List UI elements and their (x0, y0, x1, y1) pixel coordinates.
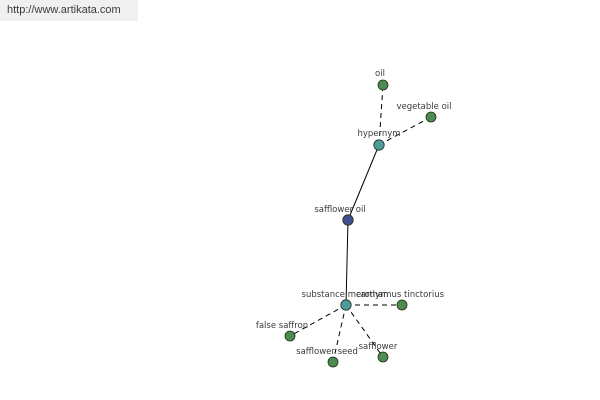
edge-safflower-oil-to-hypernym (347, 144, 380, 221)
node-label-safflower-oil[interactable]: safflower oil (314, 205, 365, 215)
edge-safflower-oil-to-substance-meronym (345, 219, 349, 306)
node-safflower-oil[interactable] (342, 214, 354, 226)
edge-hypernym-to-oil (378, 84, 384, 146)
node-vegetable-oil[interactable] (425, 111, 437, 123)
node-label-carthamus-tinctorius[interactable]: carthamus tinctorius (356, 290, 445, 300)
node-label-safflower-seed[interactable]: safflower seed (296, 347, 358, 357)
edges-layer (289, 84, 432, 363)
edge-substance-meronym-to-false-saffron (289, 304, 347, 337)
edge-hypernym-to-vegetable-oil (378, 116, 432, 146)
edge-substance-meronym-to-safflower (345, 304, 384, 358)
node-safflower-seed[interactable] (327, 356, 339, 368)
source-url[interactable]: http://www.artikata.com (0, 0, 138, 21)
node-label-false-saffron[interactable]: false saffron (256, 321, 308, 331)
edge-substance-meronym-to-safflower-seed (332, 304, 347, 363)
node-false-saffron[interactable] (284, 330, 296, 342)
node-carthamus-tinctorius[interactable] (396, 299, 408, 311)
node-label-substance-meronym[interactable]: substance meronym (302, 290, 389, 300)
node-label-oil[interactable]: oil (375, 69, 385, 79)
node-label-safflower[interactable]: safflower (359, 342, 398, 352)
node-safflower[interactable] (377, 351, 389, 363)
labels-layer: safflower oil hypernym substance meronym oi… (256, 69, 452, 357)
node-substance-meronym[interactable] (340, 299, 352, 311)
nodes-layer (284, 79, 437, 368)
node-oil[interactable] (377, 79, 389, 91)
node-label-hypernym[interactable]: hypernym (357, 129, 400, 139)
node-label-vegetable-oil[interactable]: vegetable oil (396, 102, 451, 112)
node-hypernym[interactable] (373, 139, 385, 151)
